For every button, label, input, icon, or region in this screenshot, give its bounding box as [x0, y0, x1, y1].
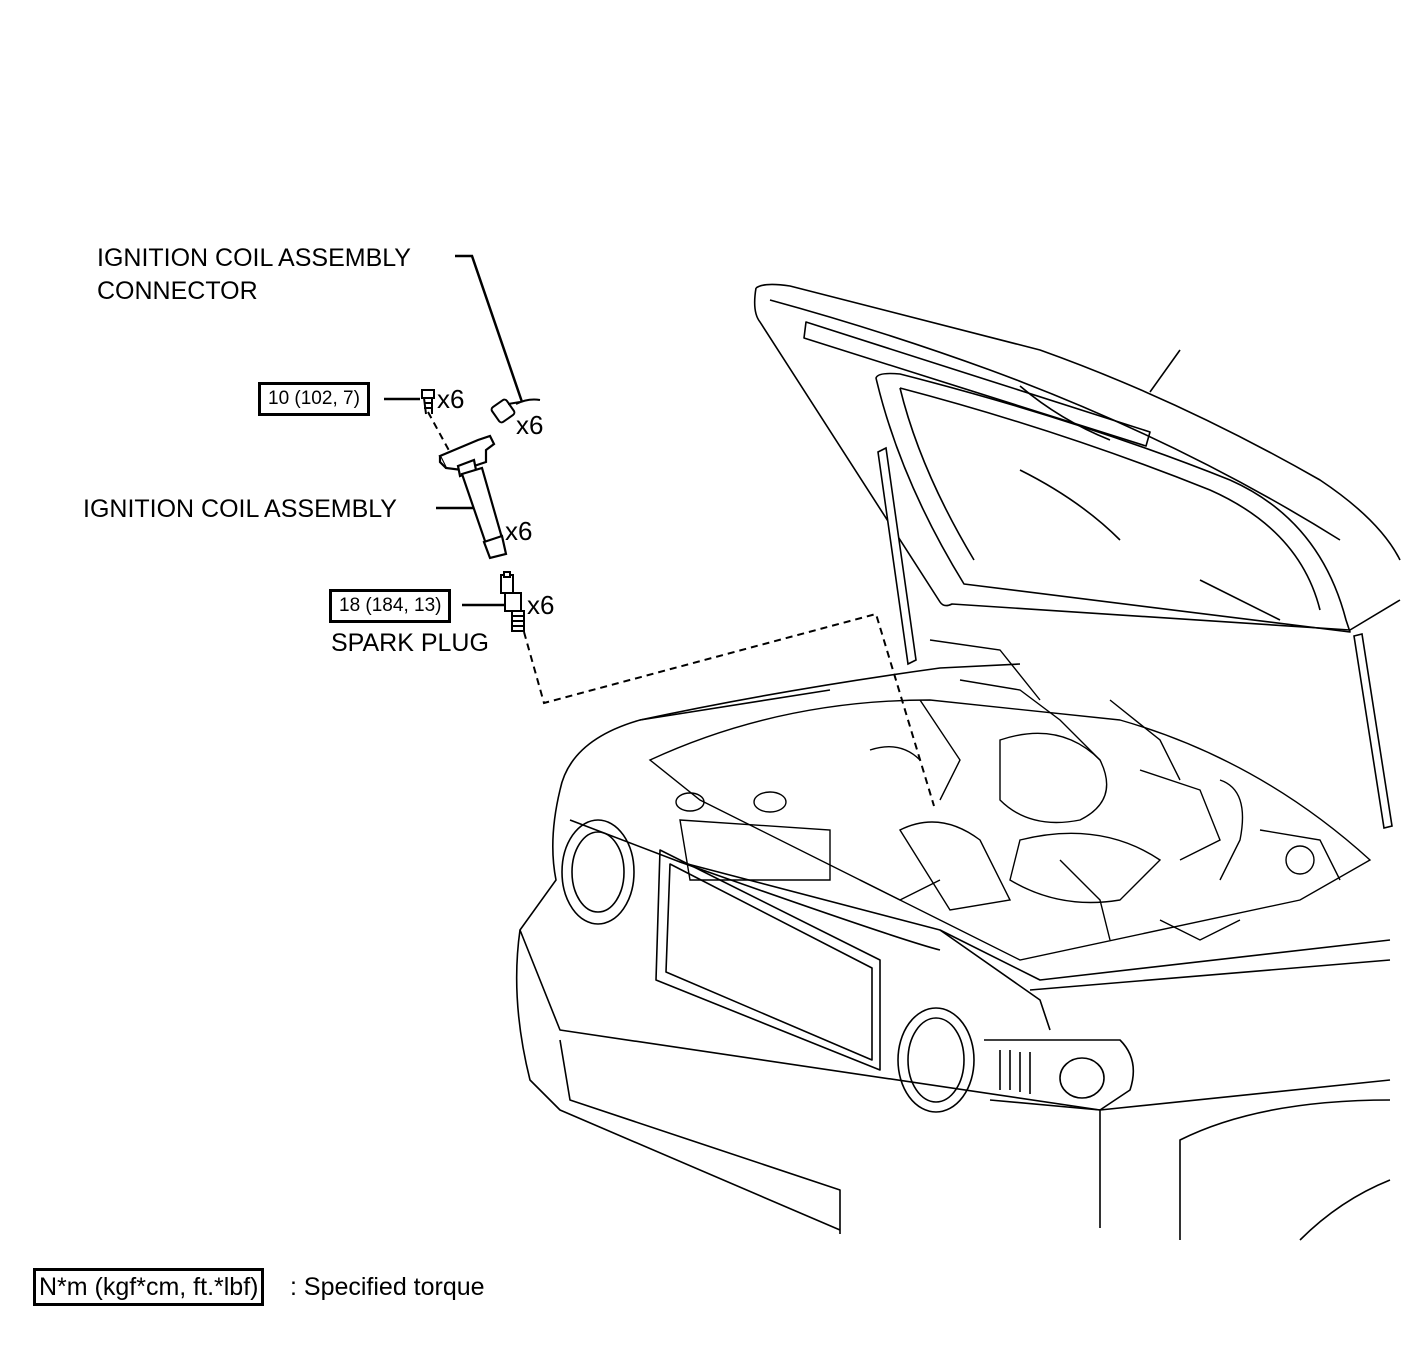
vehicle-body — [515, 663, 1391, 1241]
spark-plug-icon — [500, 571, 525, 632]
spark-plug-torque-box: 18 (184, 13) — [329, 589, 452, 623]
bolt-quantity: x6 — [437, 384, 465, 414]
plug-quantity: x6 — [527, 590, 555, 620]
connector-leader-line — [455, 254, 524, 403]
leader-lines — [384, 254, 524, 607]
connector-quantity: x6 — [516, 410, 544, 440]
engine-compartment — [648, 639, 1372, 961]
coil-assembly-label: IGNITION COIL ASSEMBLY — [83, 495, 397, 523]
coil-quantity: x6 — [505, 516, 533, 546]
spark-plug-label: SPARK PLUG — [331, 629, 489, 657]
connector-label-line2: CONNECTOR — [97, 277, 258, 305]
ignition-coil-icon — [438, 434, 508, 560]
connector-label-line1: IGNITION COIL ASSEMBLY — [97, 244, 411, 272]
bolt-icon — [421, 389, 435, 415]
torque-unit-legend-box: N*m (kgf*cm, ft.*lbf) — [33, 1268, 265, 1306]
connector-icon — [490, 398, 541, 424]
dashed-location-lines — [427, 411, 935, 807]
torque-unit-legend-text: : Specified torque — [290, 1273, 485, 1301]
coil-bolt-torque-box: 10 (102, 7) — [258, 382, 370, 416]
vehicle-hood — [753, 283, 1401, 633]
hood-struts — [877, 446, 1393, 829]
